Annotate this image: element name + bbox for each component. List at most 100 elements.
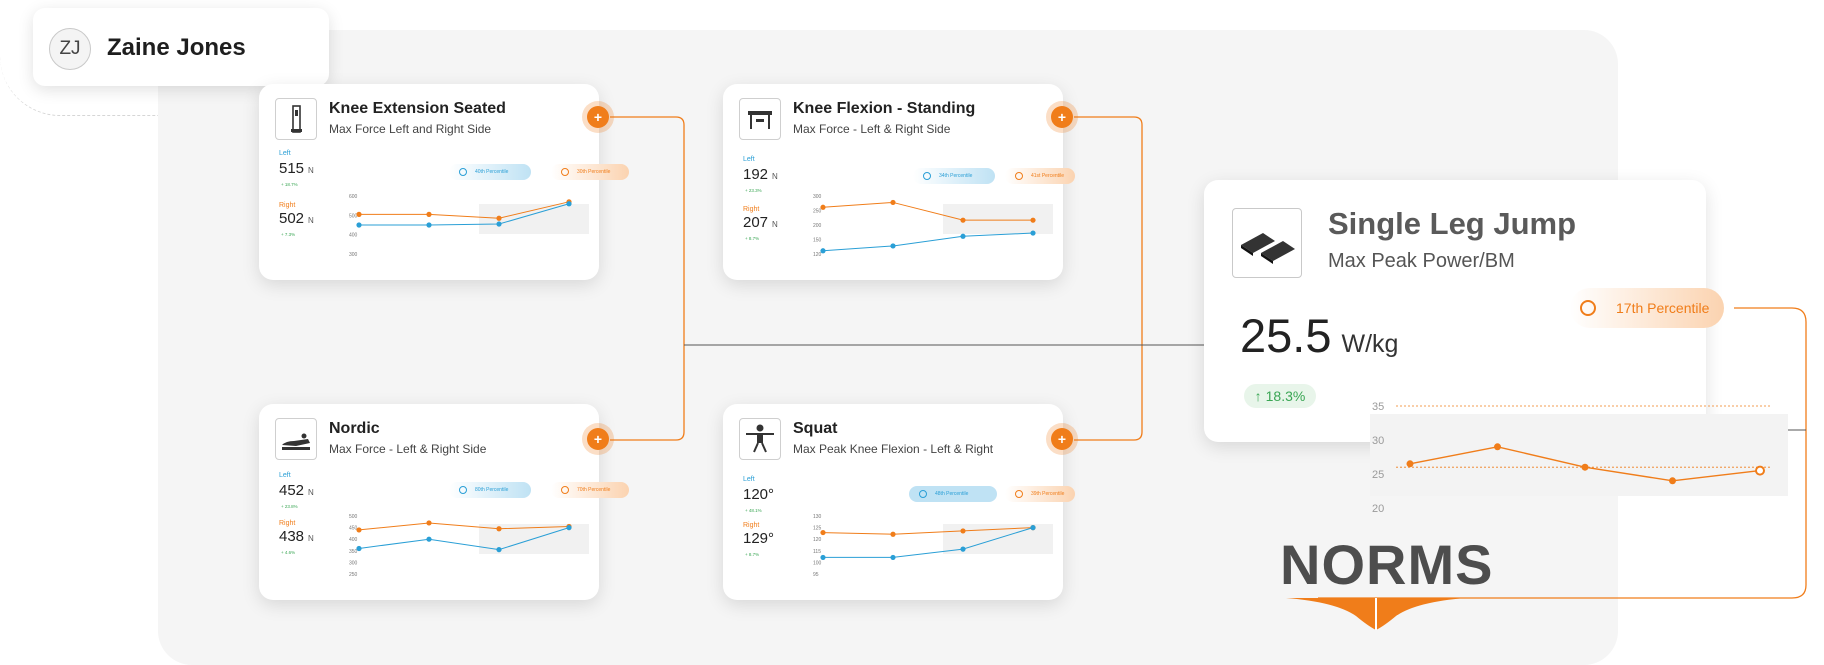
add-button[interactable]: + bbox=[1051, 106, 1073, 128]
left-percentile-pill: 80th Percentile bbox=[449, 482, 531, 498]
knee-extension-machine-icon bbox=[275, 98, 317, 140]
squat-figure-icon bbox=[739, 418, 781, 460]
right-label: Right bbox=[279, 520, 296, 527]
data-point-right bbox=[496, 526, 502, 532]
data-point-right bbox=[820, 529, 826, 536]
featured-data-point bbox=[1494, 443, 1501, 451]
y-tick-label: 20 bbox=[1372, 503, 1384, 515]
card-knee-flexion[interactable]: Knee Flexion - Standing Max Force - Left… bbox=[723, 84, 1075, 280]
connector-right-bracket bbox=[1318, 307, 1807, 599]
card-subtitle: Max Force - Left & Right Side bbox=[793, 122, 951, 136]
y-tick-label: 120 bbox=[813, 252, 822, 258]
series-line-right bbox=[359, 201, 570, 219]
card-title: Knee Flexion - Standing bbox=[793, 100, 976, 117]
right-change: + 4.6% bbox=[281, 550, 296, 555]
series-line-right bbox=[822, 527, 1034, 535]
card-subtitle: Max Force - Left & Right Side bbox=[329, 442, 487, 456]
y-tick-label: 350 bbox=[349, 549, 358, 555]
norms-title: NORMS bbox=[1280, 533, 1494, 596]
y-tick-label: 95 bbox=[813, 572, 819, 578]
card-nordic[interactable]: Nordic Max Force - Left & Right Side Lef… bbox=[259, 404, 629, 600]
right-value: 129° bbox=[743, 530, 775, 547]
left-label: Left bbox=[279, 472, 291, 479]
y-tick-label: 600 bbox=[349, 194, 358, 200]
card-knee-extension[interactable]: Knee Extension Seated Max Force Left and… bbox=[259, 84, 629, 280]
right-percentile-pill: 41st Percentile bbox=[1005, 168, 1075, 184]
y-tick-label: 400 bbox=[349, 537, 358, 543]
left-percentile-pill: 48th Percentile bbox=[909, 486, 997, 502]
norms-arrow-icon bbox=[1286, 598, 1466, 630]
add-button[interactable]: + bbox=[587, 428, 609, 450]
featured-change-badge: ↑18.3% bbox=[1244, 384, 1316, 408]
data-point-right bbox=[960, 528, 966, 534]
add-button[interactable]: + bbox=[1051, 428, 1073, 450]
y-tick-label: 25 bbox=[1372, 469, 1384, 481]
right-percentile-pill: 70th Percentile bbox=[551, 482, 629, 498]
data-point-right bbox=[820, 204, 826, 210]
card-subtitle: Max Peak Knee Flexion - Left & Right bbox=[793, 442, 994, 456]
data-point-left bbox=[426, 222, 432, 228]
y-tick-label: 125 bbox=[813, 526, 822, 532]
featured-chart-band bbox=[1370, 414, 1788, 496]
data-point-left bbox=[960, 546, 966, 552]
data-point-right bbox=[426, 211, 432, 217]
data-point-left bbox=[496, 221, 502, 227]
y-tick-label: 130 bbox=[813, 514, 822, 520]
knee-flexion-rack-icon bbox=[739, 98, 781, 140]
user-chip[interactable]: ZJ Zaine Jones bbox=[33, 8, 329, 86]
data-point-left bbox=[566, 525, 572, 531]
y-tick-label: 100 bbox=[813, 560, 822, 566]
card-title: Nordic bbox=[329, 420, 380, 437]
series-line-left bbox=[823, 527, 1034, 558]
series-line-right bbox=[358, 522, 570, 531]
left-value: 120° bbox=[743, 486, 775, 503]
data-point-left bbox=[890, 243, 896, 249]
right-label: Right bbox=[743, 522, 760, 529]
left-label: Left bbox=[743, 476, 755, 483]
user-name: Zaine Jones bbox=[107, 34, 246, 61]
left-change: + 23.3% bbox=[745, 188, 762, 193]
left-percentile-pill: 40th Percentile bbox=[449, 164, 531, 180]
left-percentile-pill: 34th Percentile bbox=[913, 168, 995, 184]
card-squat[interactable]: Squat Max Peak Knee Flexion - Left & Rig… bbox=[723, 404, 1075, 600]
left-label: Left bbox=[743, 156, 755, 163]
y-tick-label: 300 bbox=[349, 252, 358, 258]
data-point-right bbox=[496, 215, 502, 221]
y-tick-label: 120 bbox=[813, 537, 822, 543]
data-point-left bbox=[1030, 525, 1036, 531]
data-point-left bbox=[820, 248, 826, 254]
left-change: + 23.8% bbox=[281, 504, 298, 509]
featured-data-point bbox=[1669, 477, 1676, 485]
data-point-right bbox=[1030, 217, 1036, 223]
card-title: Squat bbox=[793, 420, 838, 437]
y-tick-label: 30 bbox=[1372, 435, 1384, 447]
featured-data-point bbox=[1581, 463, 1589, 471]
add-button[interactable]: + bbox=[587, 106, 609, 128]
connector-middle-bracket bbox=[1074, 116, 1143, 441]
featured-subtitle: Max Peak Power/BM bbox=[1328, 250, 1515, 272]
y-tick-label: 150 bbox=[813, 238, 822, 244]
jump-plates-icon bbox=[1232, 208, 1302, 278]
y-tick-label: 200 bbox=[813, 223, 822, 229]
data-point-left bbox=[566, 201, 572, 207]
series-line-left bbox=[822, 232, 1034, 252]
data-point-left bbox=[890, 554, 896, 561]
y-tick-label: 400 bbox=[349, 233, 358, 239]
y-tick-label: 300 bbox=[813, 194, 822, 200]
data-point-right bbox=[960, 217, 966, 223]
y-tick-label: 450 bbox=[349, 526, 358, 532]
data-point-right bbox=[356, 211, 362, 217]
y-tick-label: 115 bbox=[813, 549, 821, 555]
data-point-left bbox=[496, 547, 502, 553]
